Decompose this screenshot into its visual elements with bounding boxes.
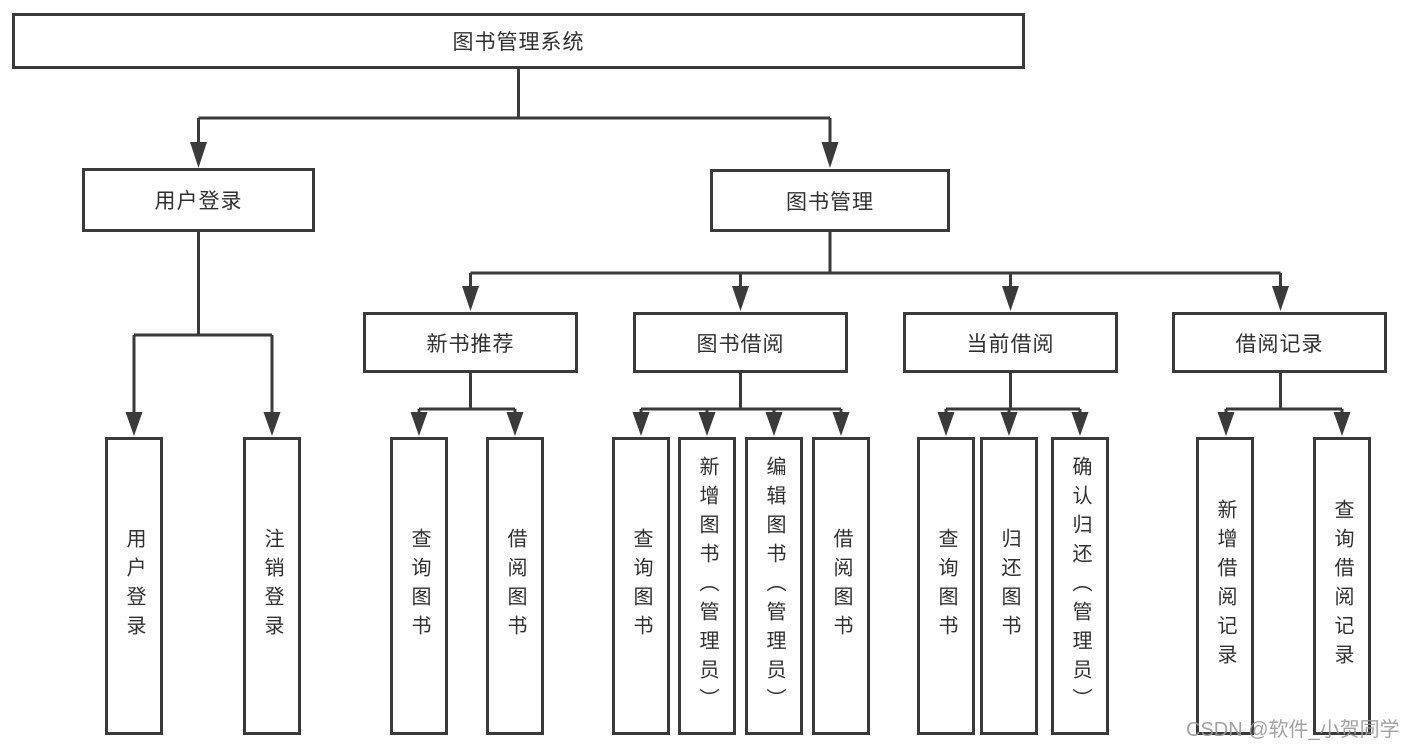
connector-path xyxy=(132,69,1344,414)
leaf-borrow-edit-admin: 编辑图书（管理员） xyxy=(745,437,803,735)
leaf-user-logout: 注销登录 xyxy=(243,437,301,735)
leaf-current-return: 归还图书 xyxy=(980,437,1038,735)
arrowhead-icon xyxy=(765,412,783,436)
arrowhead-icon xyxy=(1272,286,1289,311)
leaf-borrow-borrow-label: 借阅图书 xyxy=(830,528,852,644)
leaf-records-query: 查询借阅记录 xyxy=(1313,437,1371,735)
leaf-user-login-label: 用户登录 xyxy=(123,528,145,644)
arrowhead-icon xyxy=(410,412,428,436)
node-current-borrow: 当前借阅 xyxy=(903,312,1118,373)
leaf-borrow-add-admin-label: 新增图书（管理员） xyxy=(696,455,718,717)
arrowhead-icon xyxy=(1000,412,1018,436)
arrowhead-icon xyxy=(125,412,143,436)
leaf-records-add-label: 新增借阅记录 xyxy=(1214,499,1236,673)
leaf-newbook-borrow-label: 借阅图书 xyxy=(504,528,526,644)
leaf-borrow-borrow: 借阅图书 xyxy=(812,437,870,735)
arrowhead-icon xyxy=(937,412,955,436)
leaf-user-logout-label: 注销登录 xyxy=(261,528,283,644)
arrowhead-icon xyxy=(1217,412,1235,436)
leaf-newbook-borrow: 借阅图书 xyxy=(486,437,544,735)
arrowhead-icon xyxy=(1333,412,1351,436)
arrowhead-icon xyxy=(832,412,850,436)
node-borrow-records-label: 借阅记录 xyxy=(1235,332,1324,356)
node-book-borrow-label: 图书借阅 xyxy=(696,332,785,356)
arrowhead-icon xyxy=(462,286,479,311)
node-user-login-label: 用户登录 xyxy=(154,190,243,213)
leaf-borrow-query-label: 查询图书 xyxy=(630,528,652,644)
arrowhead-icon xyxy=(263,412,281,436)
leaf-user-login: 用户登录 xyxy=(105,437,163,735)
leaf-current-confirm-admin: 确认归还（管理员） xyxy=(1051,437,1109,735)
node-new-book-recommend-label: 新书推荐 xyxy=(426,332,515,356)
leaf-borrow-query: 查询图书 xyxy=(612,437,670,735)
leaf-current-confirm-admin-label: 确认归还（管理员） xyxy=(1069,455,1091,717)
arrowhead-icon xyxy=(506,412,524,436)
leaf-records-query-label: 查询借阅记录 xyxy=(1331,499,1353,673)
arrowheads xyxy=(125,142,1351,436)
arrowhead-icon xyxy=(1002,286,1019,311)
arrowhead-icon xyxy=(1071,412,1089,436)
leaf-records-add: 新增借阅记录 xyxy=(1196,437,1254,735)
node-user-login: 用户登录 xyxy=(82,168,315,232)
node-root-label: 图书管理系统 xyxy=(452,31,585,54)
leaf-current-query: 查询图书 xyxy=(917,437,975,735)
leaf-newbook-query-label: 查询图书 xyxy=(408,528,430,644)
node-borrow-records: 借阅记录 xyxy=(1172,312,1387,373)
leaf-borrow-edit-admin-label: 编辑图书（管理员） xyxy=(763,455,785,717)
node-current-borrow-label: 当前借阅 xyxy=(966,332,1055,356)
arrowhead-icon xyxy=(190,142,207,168)
leaf-current-query-label: 查询图书 xyxy=(935,528,957,644)
csdn-watermark: CSDN @软件_小贺同学 xyxy=(1186,719,1400,741)
node-root: 图书管理系统 xyxy=(12,13,1025,69)
leaf-newbook-query: 查询图书 xyxy=(390,437,448,735)
node-book-management: 图书管理 xyxy=(710,169,950,232)
arrowhead-icon xyxy=(821,142,839,168)
node-new-book-recommend: 新书推荐 xyxy=(363,312,578,373)
leaf-borrow-add-admin: 新增图书（管理员） xyxy=(678,437,736,735)
node-book-management-label: 图书管理 xyxy=(786,190,874,214)
node-book-borrow: 图书借阅 xyxy=(633,312,848,373)
arrowhead-icon xyxy=(698,412,716,436)
leaf-current-return-label: 归还图书 xyxy=(998,528,1020,644)
arrowhead-icon xyxy=(732,286,749,311)
arrowhead-icon xyxy=(632,412,650,436)
